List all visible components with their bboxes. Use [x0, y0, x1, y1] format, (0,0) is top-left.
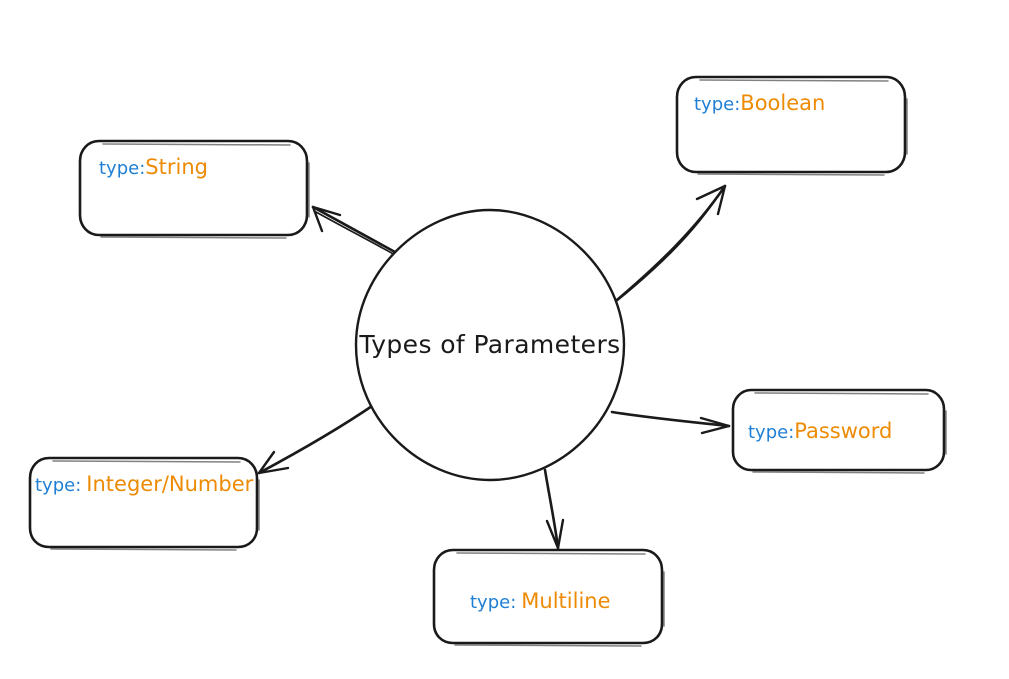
arrow-head-boolean: [695, 184, 727, 216]
node-integer[interactable]: type:Integer/Number: [28, 456, 260, 551]
edge-line-string: [311, 205, 397, 254]
node-password-box-sketch: [752, 392, 947, 474]
node-boolean-box: [675, 75, 907, 174]
edge-line-multiline: [543, 468, 560, 550]
node-multiline-value: Multiline: [521, 589, 610, 613]
edge-center-to-boolean: [612, 184, 727, 305]
node-multiline-box-sketch: [454, 552, 665, 647]
edge-line-string-echo: [315, 211, 398, 257]
edge-center-to-password: [610, 410, 731, 435]
node-multiline[interactable]: type:Multiline: [432, 548, 665, 647]
node-boolean-value: Boolean: [740, 91, 825, 115]
central-node-label: Types of Parameters: [358, 330, 620, 359]
edge-group: [257, 184, 731, 550]
arrow-head-string: [311, 205, 342, 233]
node-integer-box-sketch: [50, 460, 260, 551]
node-string-label: type:String: [99, 155, 208, 179]
node-password[interactable]: type:Password: [731, 388, 947, 474]
arrow-head-password: [699, 416, 731, 435]
node-multiline-box: [432, 548, 664, 645]
arrow-head-integer: [257, 450, 290, 475]
edge-center-to-string: [311, 205, 398, 257]
node-string-box-sketch: [100, 143, 310, 239]
node-integer-box: [28, 456, 259, 549]
node-string-value: String: [145, 155, 208, 179]
node-multiline-label: type:Multiline: [470, 589, 611, 613]
central-node-circle: [354, 208, 626, 482]
edge-line-password: [610, 410, 731, 428]
node-string[interactable]: type:String: [78, 139, 310, 239]
edge-center-to-integer: [257, 402, 377, 475]
node-password-value: Password: [794, 419, 892, 443]
node-integer-label: type:Integer/Number: [35, 472, 254, 496]
node-boolean[interactable]: type:Boolean: [675, 75, 908, 176]
edge-center-to-multiline: [543, 468, 565, 550]
node-integer-value: Integer/Number: [86, 472, 253, 496]
node-string-key: type:: [99, 158, 145, 179]
node-boolean-box-sketch: [697, 79, 908, 176]
node-password-box: [731, 388, 946, 472]
node-boolean-key: type:: [694, 94, 740, 115]
edge-line-boolean: [615, 184, 727, 302]
node-password-label: type:Password: [748, 419, 892, 443]
node-boolean-label: type:Boolean: [694, 91, 825, 115]
edge-line-integer: [257, 402, 377, 475]
node-integer-key: type:: [35, 475, 81, 496]
node-multiline-key: type:: [470, 592, 516, 613]
edge-line-boolean-echo: [612, 189, 723, 305]
node-string-box: [78, 139, 309, 237]
node-password-key: type:: [748, 422, 794, 443]
arrow-head-multiline: [545, 518, 565, 550]
central-node[interactable]: Types of Parameters: [354, 208, 626, 482]
